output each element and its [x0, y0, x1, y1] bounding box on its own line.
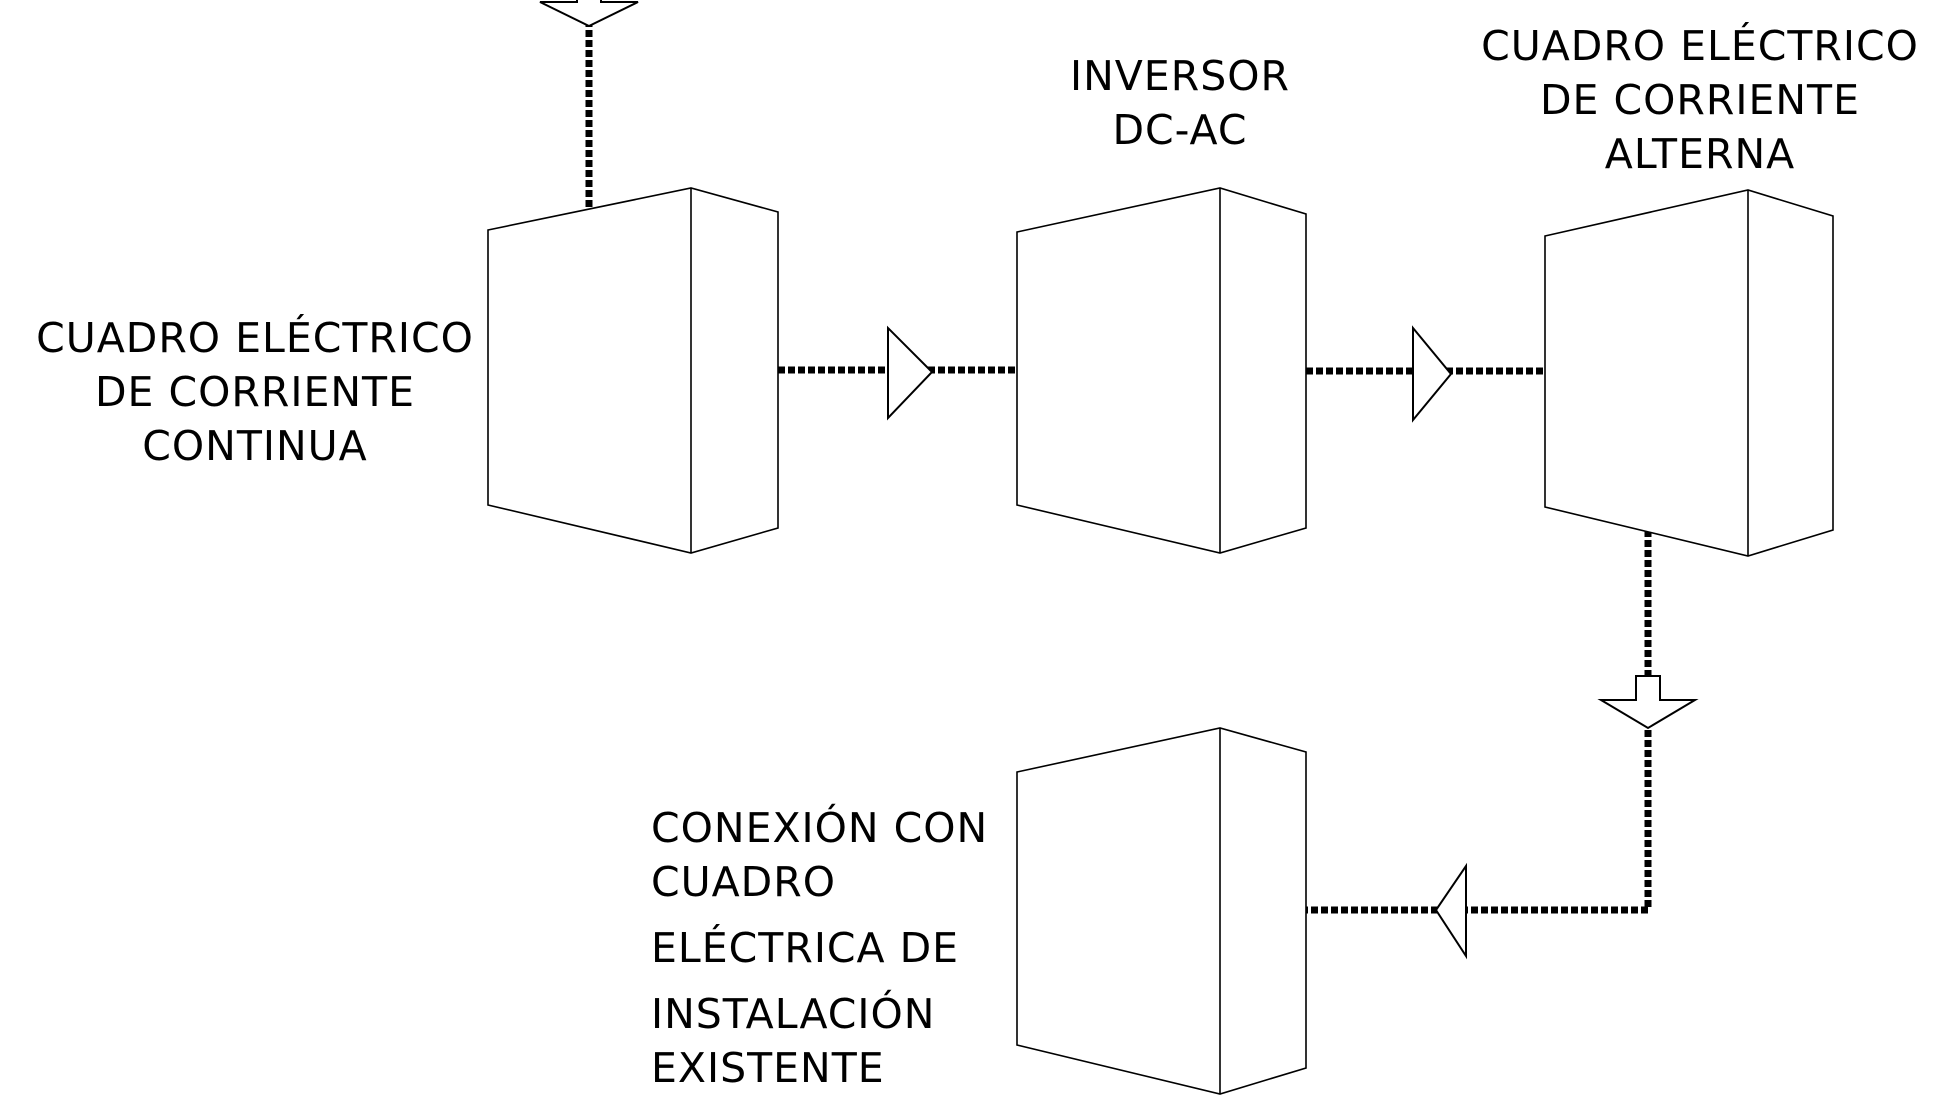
existing-label-line: EXISTENTE: [651, 1044, 885, 1092]
inverter-label: INVERSOR DC-AC: [1030, 56, 1330, 164]
existing-installation-box: [1016, 727, 1307, 1095]
dc-panel-label: CUADRO ELÉCTRICO DE CORRIENTE CONTINUA: [35, 318, 475, 480]
existing-label-line: CONEXIÓN CON: [651, 804, 989, 852]
arrow-right-inverter-to-ac-icon: [1412, 325, 1453, 423]
arrow-down-top-icon: [539, 0, 639, 28]
dc-panel-label-line: DE CORRIENTE: [94, 368, 415, 416]
existing-label-line: INSTALACIÓN: [651, 990, 936, 1038]
existing-installation-label: CONEXIÓN CON CUADRO ELÉCTRICA DE INSTALA…: [651, 808, 991, 1102]
inverter-label-line: DC-AC: [1112, 106, 1248, 154]
arrow-right-dc-to-inverter-icon: [887, 325, 934, 421]
arrow-left-to-existing-icon: [1434, 862, 1467, 960]
existing-label-line: CUADRO: [651, 858, 837, 906]
inverter-box: [1016, 187, 1307, 554]
ac-panel-label-line: DE CORRIENTE: [1539, 76, 1860, 124]
existing-label-line: ELÉCTRICA DE: [651, 924, 960, 972]
ac-panel-label-line: ALTERNA: [1604, 130, 1796, 178]
dc-panel-box: [487, 187, 779, 554]
ac-panel-box: [1544, 189, 1834, 557]
dc-panel-label-line: CUADRO ELÉCTRICO: [36, 314, 474, 362]
inverter-label-line: INVERSOR: [1070, 52, 1290, 100]
ac-panel-label: CUADRO ELÉCTRICO DE CORRIENTE ALTERNA: [1480, 26, 1920, 188]
ac-panel-label-line: CUADRO ELÉCTRICO: [1481, 22, 1919, 70]
dc-panel-label-line: CONTINUA: [142, 422, 368, 470]
wire-ac-panel-to-existing: [1306, 530, 1652, 914]
arrow-down-ac-output-icon: [1597, 675, 1699, 730]
